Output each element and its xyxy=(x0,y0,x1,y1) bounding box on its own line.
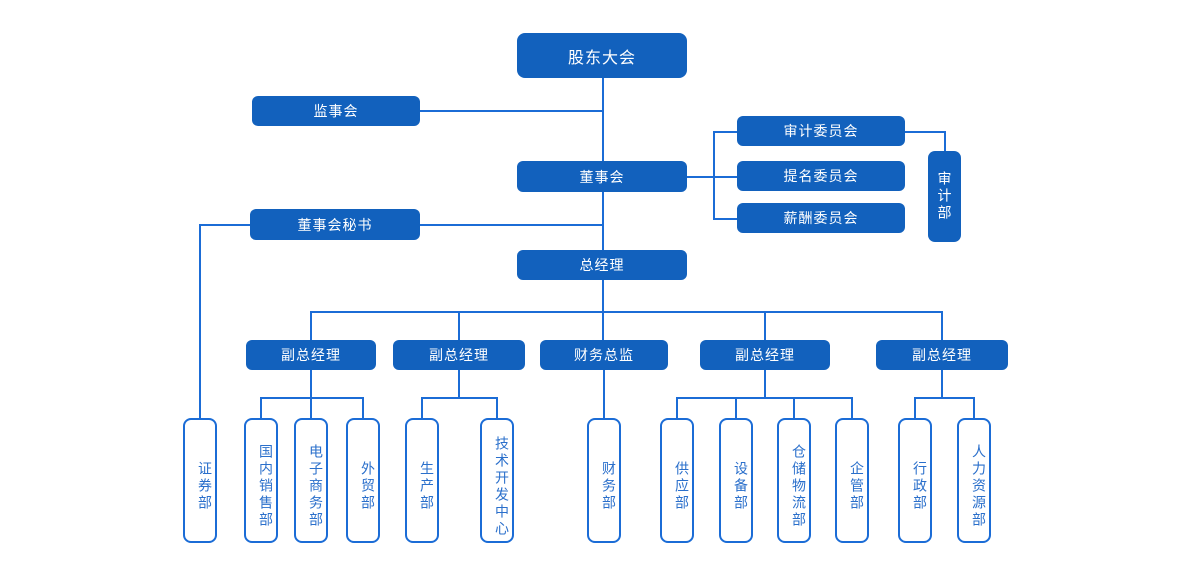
node-dept-finance: 财务部 xyxy=(587,418,621,543)
node-deputy-gm-2: 副总经理 xyxy=(393,340,525,370)
connector-line xyxy=(764,370,766,398)
node-deputy-gm-1: 副总经理 xyxy=(246,340,376,370)
connector-line xyxy=(199,224,250,226)
connector-line xyxy=(713,176,737,178)
node-deputy-gm-4: 副总经理 xyxy=(876,340,1008,370)
node-board-secretary: 董事会秘书 xyxy=(250,209,420,240)
connector-line xyxy=(420,110,604,112)
node-dept-ecommerce: 电子商务部 xyxy=(294,418,328,543)
connector-line xyxy=(676,397,853,399)
connector-line xyxy=(941,311,943,340)
connector-line xyxy=(458,370,460,398)
connector-line xyxy=(310,311,312,340)
node-dept-production: 生产部 xyxy=(405,418,439,543)
node-dept-enterprise-management: 企管部 xyxy=(835,418,869,543)
connector-line xyxy=(764,311,766,340)
connector-line xyxy=(602,78,604,162)
connector-line xyxy=(602,192,604,250)
connector-line xyxy=(914,397,975,399)
node-general-manager: 总经理 xyxy=(517,250,687,280)
node-dept-warehousing-logistics: 仓储物流部 xyxy=(777,418,811,543)
connector-line xyxy=(362,397,364,418)
connector-line xyxy=(735,397,737,418)
connector-line xyxy=(713,218,737,220)
connector-line xyxy=(793,397,795,418)
connector-line xyxy=(914,397,916,418)
connector-line xyxy=(199,224,201,418)
connector-line xyxy=(310,311,943,313)
node-supervisory-board: 监事会 xyxy=(252,96,420,126)
node-board-of-directors: 董事会 xyxy=(517,161,687,192)
node-compensation-committee: 薪酬委员会 xyxy=(737,203,905,233)
connector-line xyxy=(941,370,943,398)
node-dept-securities: 证券部 xyxy=(183,418,217,543)
node-dept-administration: 行政部 xyxy=(898,418,932,543)
node-dept-equipment: 设备部 xyxy=(719,418,753,543)
connector-line xyxy=(260,397,364,399)
node-audit-department: 审计部 xyxy=(928,151,961,242)
connector-line xyxy=(676,397,678,418)
connector-line xyxy=(310,370,312,418)
connector-line xyxy=(973,397,975,418)
node-dept-domestic-sales: 国内销售部 xyxy=(244,418,278,543)
node-nomination-committee: 提名委员会 xyxy=(737,161,905,191)
connector-line xyxy=(602,280,604,340)
connector-line xyxy=(603,370,605,418)
node-dept-foreign-trade: 外贸部 xyxy=(346,418,380,543)
connector-line xyxy=(458,311,460,340)
node-deputy-gm-3: 副总经理 xyxy=(700,340,830,370)
connector-line xyxy=(944,131,946,152)
node-audit-committee: 审计委员会 xyxy=(737,116,905,146)
node-shareholders-meeting: 股东大会 xyxy=(517,33,687,78)
node-dept-tech-development-center: 技术开发中心 xyxy=(480,418,514,543)
node-finance-director: 财务总监 xyxy=(540,340,668,370)
connector-line xyxy=(713,131,737,133)
connector-line xyxy=(851,397,853,418)
connector-line xyxy=(496,397,498,418)
connector-line xyxy=(420,224,604,226)
connector-line xyxy=(905,131,946,133)
connector-line xyxy=(713,131,715,220)
connector-line xyxy=(260,397,262,418)
connector-line xyxy=(687,176,715,178)
node-dept-supply: 供应部 xyxy=(660,418,694,543)
connector-line xyxy=(421,397,498,399)
connector-line xyxy=(421,397,423,418)
node-dept-human-resources: 人力资源部 xyxy=(957,418,991,543)
